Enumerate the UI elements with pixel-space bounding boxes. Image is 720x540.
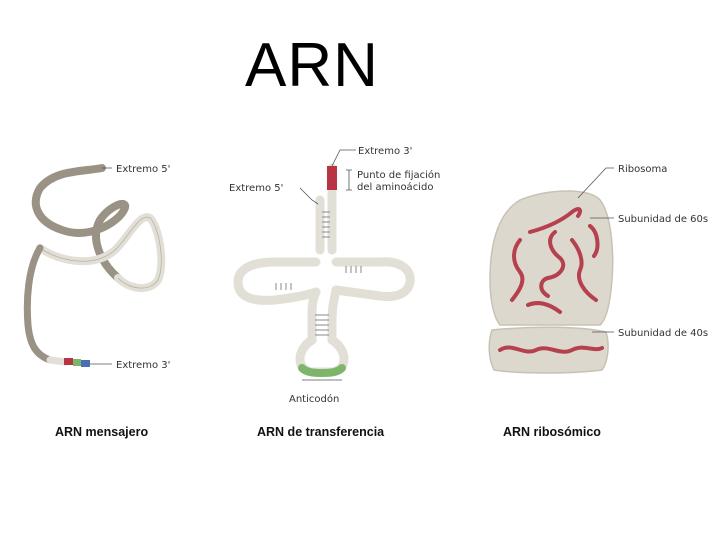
ribosome-60s-subunit	[489, 190, 614, 326]
trna-base-pairs	[275, 211, 362, 336]
trna-anticodon-stem	[307, 285, 341, 345]
rrna-strands	[498, 207, 604, 354]
trna-anticodon-green	[298, 364, 346, 378]
mrna-label-3prime: Extremo 3'	[116, 360, 170, 371]
trna-figure: Extremo 3' Extremo 5' Punto de fijación …	[229, 146, 440, 439]
mrna-strand-dark	[31, 164, 130, 282]
mrna-codon-blue	[81, 360, 90, 367]
trna-t-arm	[331, 257, 415, 301]
trna-caption: ARN de transferencia	[257, 425, 385, 439]
mrna-strand-lower	[23, 244, 54, 364]
trna-label-5prime: Extremo 5'	[229, 183, 283, 194]
trna-label-anticodon: Anticodón	[289, 393, 339, 405]
rrna-label-ribosome: Ribosoma	[618, 164, 667, 175]
slide-title: ARN	[245, 31, 379, 100]
trna-aminoacid-site	[327, 166, 337, 190]
rrna-caption: ARN ribosómico	[503, 425, 601, 439]
rrna-label-40s: Subunidad de 40s	[618, 328, 708, 339]
trna-label-site-line2: del aminoácido	[357, 181, 433, 193]
trna-label-3prime: Extremo 3'	[358, 146, 412, 157]
trna-d-arm	[233, 257, 321, 305]
mrna-label-5prime: Extremo 5'	[116, 164, 170, 175]
mrna-codon-red	[64, 358, 73, 365]
trna-label-site-line1: Punto de fijación	[357, 169, 440, 181]
rrna-label-60s: Subunidad de 60s	[618, 214, 708, 225]
mrna-codon-green	[73, 359, 81, 366]
mrna-figure: Extremo 5' Extremo 3' ARN mensajero	[23, 164, 170, 439]
mrna-caption: ARN mensajero	[55, 425, 148, 439]
rrna-figure: Ribosoma Subunidad de 60s Subunidad de 4…	[488, 164, 708, 439]
